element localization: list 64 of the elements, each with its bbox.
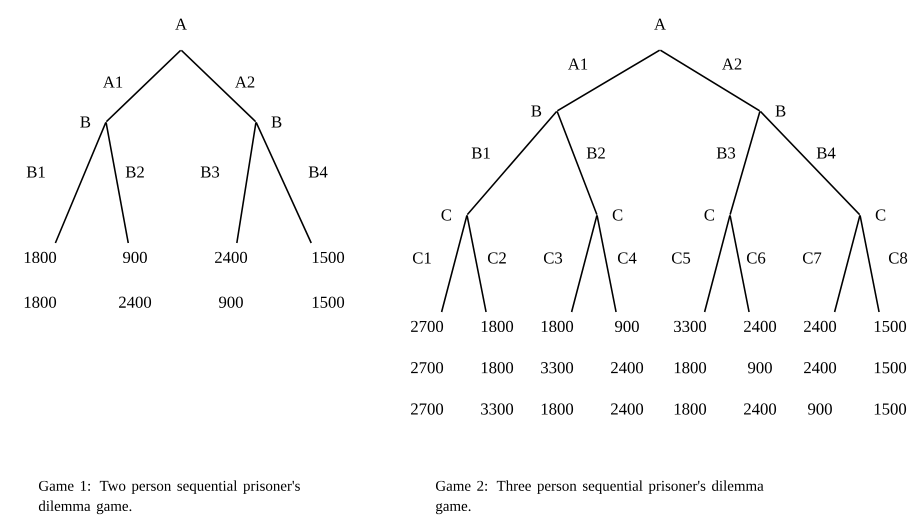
tree-branch: [834, 215, 861, 312]
payoff-column: 900 2400: [119, 252, 152, 308]
tree-branch: [105, 122, 130, 244]
edge-label: A2: [233, 74, 257, 90]
tree-branch: [556, 50, 660, 112]
tree-branch: [660, 50, 760, 112]
payoff-column: 1800 3300 1800: [541, 320, 574, 415]
tree-branch: [440, 215, 468, 312]
payoff-column: 2400 2400 900: [804, 320, 836, 415]
decision-point: A: [654, 18, 666, 30]
decision-point: B: [531, 106, 542, 116]
edge-label: B3: [198, 164, 222, 180]
edge-label: B1: [470, 146, 492, 160]
tree-branch: [54, 122, 107, 244]
tree-branch: [236, 122, 257, 244]
payoff-column: 2400 900 2400: [744, 320, 776, 415]
edge-label: A2: [720, 56, 744, 72]
decision-point: B: [776, 106, 786, 116]
edge-label: C3: [542, 250, 564, 266]
payoff-column: 1800 1800 3300: [481, 320, 514, 415]
tree-branch: [570, 215, 598, 312]
edge-label: A1: [101, 74, 125, 90]
edge-label: B4: [814, 146, 838, 160]
edge-label: C6: [744, 250, 768, 266]
edge-label: C5: [670, 250, 692, 266]
tree-branch: [466, 215, 487, 312]
decision-point: C: [704, 209, 714, 221]
payoff-column: 2400 900: [215, 252, 248, 308]
decision-point: A: [175, 18, 187, 30]
edge-label: B3: [714, 146, 738, 160]
edge-label: B2: [584, 146, 608, 160]
tree-branch: [106, 50, 182, 122]
caption: Game 1: Two person sequential prisoner's dilemma game.: [38, 480, 300, 514]
tree-branch: [760, 110, 860, 216]
tree-branch: [729, 111, 761, 215]
payoff-column: 900 2400 2400: [611, 320, 644, 415]
payoff-column: 2700 2700 2700: [411, 320, 444, 415]
edge-label: B1: [24, 164, 48, 180]
tree-branch: [704, 215, 731, 312]
edge-label: C8: [886, 250, 910, 266]
edge-label: C2: [486, 250, 508, 266]
tree-branch: [466, 110, 558, 216]
decision-point: C: [876, 209, 886, 221]
caption: Game 2: Three person sequential prisoner's dilemma game.: [436, 480, 764, 514]
tree-branch: [255, 122, 312, 244]
decision-point: C: [442, 209, 452, 221]
tree-branch: [859, 215, 880, 312]
tree-branch: [180, 50, 256, 122]
decision-point: C: [612, 209, 622, 221]
edge-label: B4: [306, 164, 330, 180]
edge-label: A1: [566, 56, 590, 72]
decision-point: B: [80, 116, 90, 128]
payoff-column: 1800 1800: [24, 252, 56, 308]
payoff-column: 1500 1500: [312, 252, 344, 308]
edge-label: C4: [616, 250, 638, 266]
decision-point: B: [272, 116, 282, 128]
tree-branch: [729, 215, 750, 312]
edge-label: B2: [124, 164, 146, 180]
payoff-column: 3300 1800 1800: [674, 320, 706, 415]
tree-branch: [556, 111, 598, 215]
tree-branch: [596, 215, 617, 312]
payoff-column: 1500 1500 1500: [874, 320, 906, 415]
edge-label: C7: [800, 250, 824, 266]
edge-label: C1: [410, 250, 434, 266]
